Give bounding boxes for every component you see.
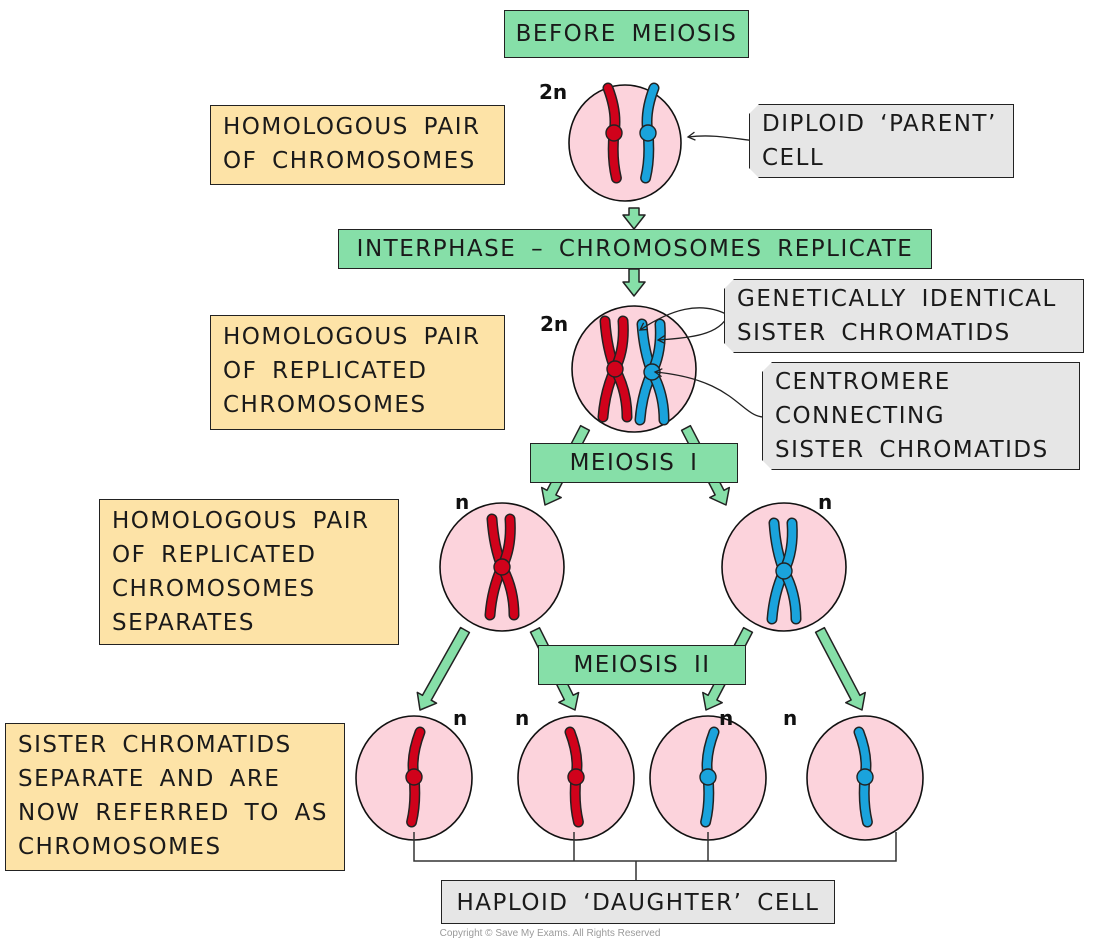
label-line: HOMOLOGOUS PAIR [223,324,481,350]
arrow-m2-d1 [416,626,471,711]
arrow-to-interphase [622,207,646,230]
ploidy-label-m1-left: n [455,490,470,514]
arrow-to-replicated-cell [622,268,646,297]
ploidy-label-m1-right: n [818,490,833,514]
callout-line: SISTER CHROMATIDS [737,320,1011,346]
ploidy-label-d1: n [453,706,468,730]
meiosis-1-stage-box: MEIOSIS I [530,443,738,483]
interphase-stage-box: INTERPHASE – CHROMOSOMES REPLICATE [338,229,932,269]
label-line: CHROMOSOMES [18,834,222,860]
ploidy-label-d3: n [719,706,734,730]
daughter-connector [413,832,897,880]
callout-parent-cell: DIPLOID ‘PARENT’ CELL [749,104,1014,178]
centromere [775,562,793,580]
meiosis-2-stage-box: MEIOSIS II [538,645,746,685]
label-homologous-pair: HOMOLOGOUS PAIR OF CHROMOSOMES [210,105,505,185]
chromatid-pointer-1 [638,307,729,331]
label-line: OF REPLICATED [223,358,428,384]
parent-cell-pointer [686,131,757,142]
label-line: SEPARATE AND ARE [18,766,281,792]
label-line: HOMOLOGOUS PAIR [223,114,481,140]
callout-line: CENTROMERE [775,369,951,395]
callout-line: CONNECTING [775,403,946,429]
label-pair-separates: HOMOLOGOUS PAIR OF REPLICATED CHROMOSOME… [99,499,399,645]
cell-membrane [568,84,682,202]
callout-line: SISTER CHROMATIDS [775,437,1049,463]
centromere [605,124,623,142]
callout-line: CELL [762,145,825,171]
label-line: OF REPLICATED [112,542,317,568]
label-line: CHROMOSOMES [112,576,316,602]
ploidy-label-replicated: 2n [540,312,569,336]
parent-cell [568,82,682,202]
label-line: NOW REFERRED TO AS [18,800,328,826]
centromere [405,768,423,786]
centromere-pointer [653,368,769,418]
callout-line: GENETICALLY IDENTICAL [737,286,1057,312]
centromere [856,768,874,786]
centromere [699,768,717,786]
label-line: HOMOLOGOUS PAIR [112,508,370,534]
cell-membrane [571,305,697,433]
before-meiosis-heading: BEFORE MEIOSIS [504,10,749,58]
callout-sister-chromatids: GENETICALLY IDENTICAL SISTER CHROMATIDS [724,279,1084,353]
centromere [639,124,657,142]
ploidy-label-d4: n [783,706,798,730]
label-line: OF CHROMOSOMES [223,148,476,174]
label-line: SEPARATES [112,610,255,636]
label-line: SISTER CHROMATIDS [18,732,292,758]
meiosis-1-cell-left [439,502,565,632]
daughter-cell-4 [806,715,924,841]
centromere [606,360,624,378]
copyright-notice: Copyright © Save My Exams. All Rights Re… [439,928,661,939]
label-replicated-pair: HOMOLOGOUS PAIR OF REPLICATED CHROMOSOME… [210,315,505,430]
callout-centromere: CENTROMERE CONNECTING SISTER CHROMATIDS [762,362,1080,470]
centromere [493,558,511,576]
replicated-cell [571,305,697,433]
label-line: CHROMOSOMES [223,392,427,418]
label-chromatids-separate: SISTER CHROMATIDS SEPARATE AND ARE NOW R… [5,723,345,871]
daughter-cell-2 [517,715,635,841]
daughter-cell-3 [649,715,767,841]
callout-line: DIPLOID ‘PARENT’ [762,111,997,137]
daughter-cell-1 [355,715,473,841]
ploidy-label-parent: 2n [539,80,568,104]
arrow-m2-d4 [814,626,866,711]
centromere [567,768,585,786]
ploidy-label-d2: n [515,706,530,730]
callout-daughter-cell: HAPLOID ‘DAUGHTER’ CELL [441,880,835,924]
meiosis-1-cell-right [721,502,847,632]
